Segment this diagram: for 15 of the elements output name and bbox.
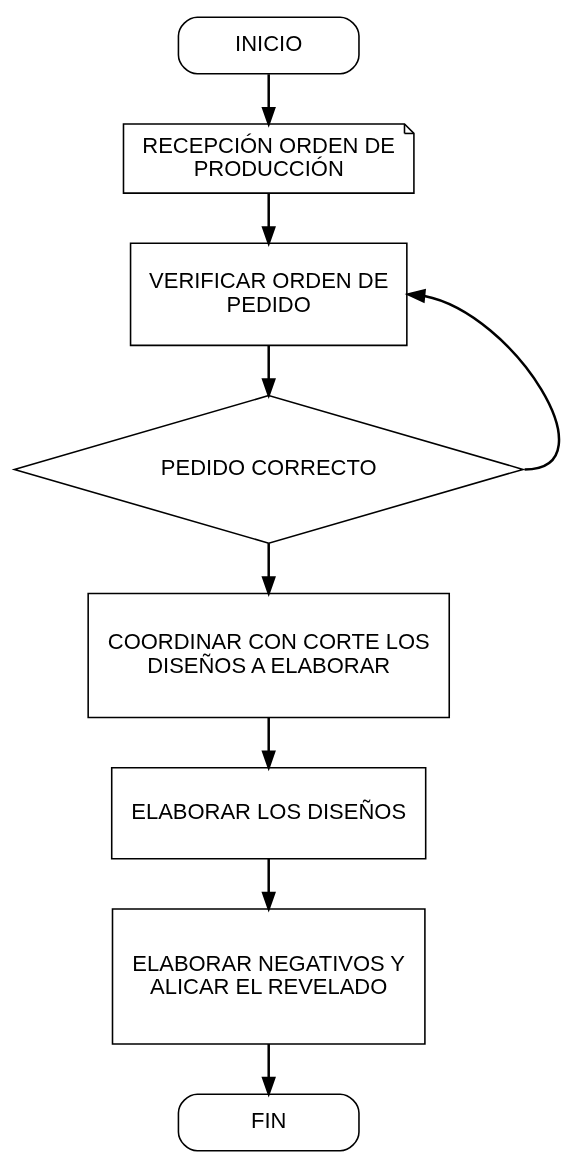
node-box: COORDINAR CON CORTE LOS DISEÑOS A ELABORAR — [87, 592, 451, 718]
node-box: VERIFICAR ORDEN DE PEDIDO — [129, 242, 408, 346]
arrow — [404, 288, 560, 471]
node-diamond: PEDIDO CORRECTO — [11, 394, 526, 544]
arrow — [261, 345, 276, 399]
arrow — [261, 858, 276, 912]
arrow — [261, 542, 276, 597]
node-box: ELABORAR NEGATIVOS Y ALICAR EL REVELADO — [111, 907, 426, 1045]
node-box: ELABORAR LOS DISEÑOS — [110, 766, 427, 859]
arrow — [261, 717, 276, 771]
node-box: INICIO — [177, 16, 360, 75]
arrow — [261, 1043, 276, 1097]
node-box: FIN — [177, 1092, 360, 1151]
arrow — [261, 73, 276, 128]
arrow — [261, 193, 276, 247]
